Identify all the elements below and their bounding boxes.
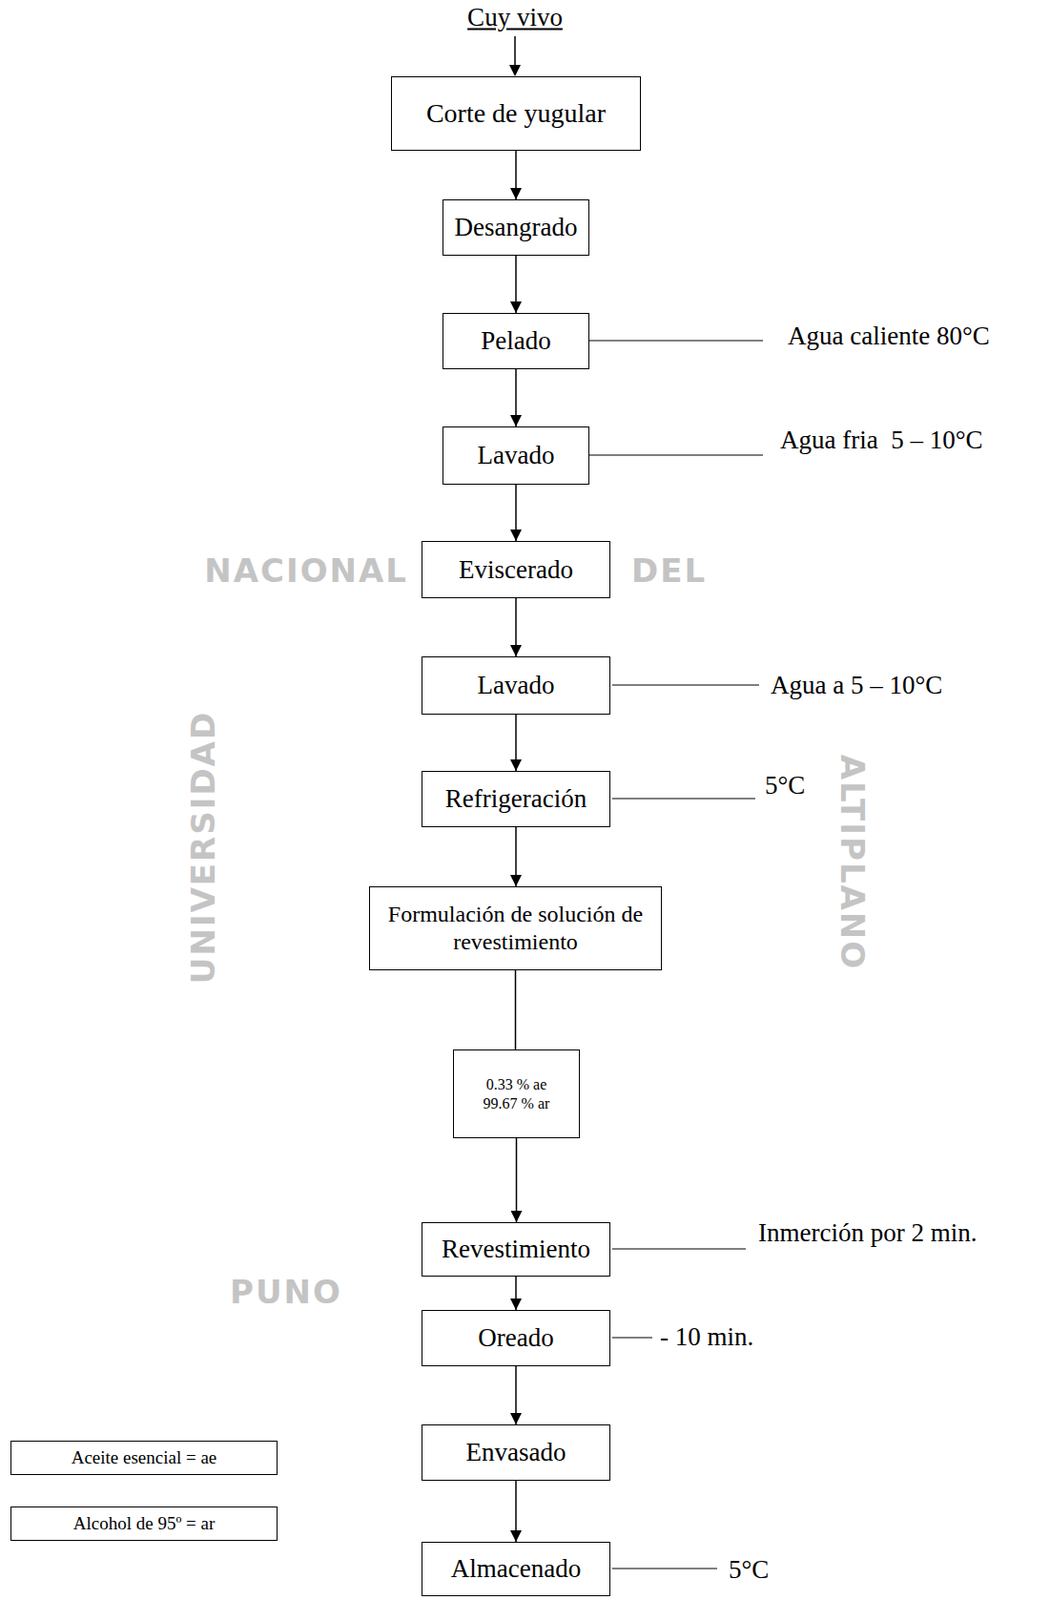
node-text: Desangrado <box>454 211 578 243</box>
leader-line <box>612 1566 718 1568</box>
legend-box: Alcohol de 95º = ar <box>10 1505 278 1541</box>
step-note: Agua caliente 80°C <box>787 321 990 351</box>
step-note: Inmerción por 2 min. <box>758 1217 977 1248</box>
watermark-text: ALTIPLANO <box>832 754 870 970</box>
process-box: Envasado <box>421 1423 611 1481</box>
node-text: Pelado <box>480 325 552 356</box>
node-text: Eviscerado <box>458 554 574 585</box>
process-box: Almacenado <box>421 1541 611 1596</box>
step-note: 5°C <box>728 1554 769 1585</box>
watermark-text: UNIVERSIDAD <box>185 710 223 984</box>
start-arrow-head <box>509 64 521 77</box>
flow-arrow <box>514 1365 517 1424</box>
step-note: 5°C <box>764 770 805 801</box>
flow-arrow <box>514 150 517 200</box>
node-text: Almacenado <box>451 1552 581 1584</box>
node-text: 0.33 % ae 99.67 % ar <box>471 1074 562 1112</box>
flow-arrow <box>514 255 517 313</box>
node-text: Aceite esencial = ae <box>71 1446 218 1469</box>
flow-arrow <box>514 1480 517 1542</box>
flow-arrow <box>514 969 517 1050</box>
process-box: Lavado <box>421 656 611 715</box>
process-box: Oreado <box>421 1309 611 1366</box>
step-note: - 10 min. <box>659 1321 754 1352</box>
step-note: Agua fria 5 – 10°C <box>780 425 984 455</box>
node-text: Lavado <box>477 669 556 700</box>
leader-line <box>612 1336 653 1338</box>
flow-arrow <box>514 714 517 771</box>
watermark-text: DEL <box>631 552 707 590</box>
node-text: Alcohol de 95º = ar <box>73 1512 216 1535</box>
node-text: Lavado <box>477 439 556 471</box>
step-note: Agua a 5 – 10°C <box>770 670 943 700</box>
leader-line <box>612 683 760 685</box>
node-text: Formulación de solución de revestimiento <box>379 900 652 956</box>
flow-arrow <box>514 826 517 886</box>
node-text: Corte de yugular <box>426 97 606 130</box>
process-box: Desangrado <box>442 199 590 256</box>
process-box: Lavado <box>442 426 590 485</box>
flow-arrow <box>514 597 517 657</box>
node-text: Envasado <box>466 1436 567 1467</box>
node-text: Revestimiento <box>441 1233 591 1264</box>
flow-arrow <box>514 484 517 541</box>
flow-arrow <box>515 1137 518 1222</box>
legend-box: Aceite esencial = ae <box>10 1440 278 1475</box>
formula-box: 0.33 % ae 99.67 % ar <box>452 1049 580 1138</box>
process-box: Revestimiento <box>421 1221 611 1277</box>
process-box: Pelado <box>442 312 590 370</box>
process-box: Eviscerado <box>421 540 611 598</box>
leader-line <box>589 339 763 341</box>
watermark-text: PUNO <box>229 1273 343 1311</box>
leader-line <box>612 1247 746 1249</box>
node-text: Oreado <box>477 1321 554 1353</box>
step-note: Cuy vivo <box>467 2 563 33</box>
process-box: Formulación de solución de revestimiento <box>369 885 662 970</box>
process-box: Refrigeración <box>421 770 611 827</box>
process-box: Corte de yugular <box>391 76 641 151</box>
start-arrow-line <box>514 36 516 67</box>
flow-arrow <box>514 1276 517 1310</box>
flow-arrow <box>514 369 517 427</box>
leader-line <box>612 797 756 799</box>
leader-line <box>589 453 763 455</box>
node-text: Refrigeración <box>445 782 587 814</box>
watermark-text: NACIONAL <box>204 552 409 590</box>
